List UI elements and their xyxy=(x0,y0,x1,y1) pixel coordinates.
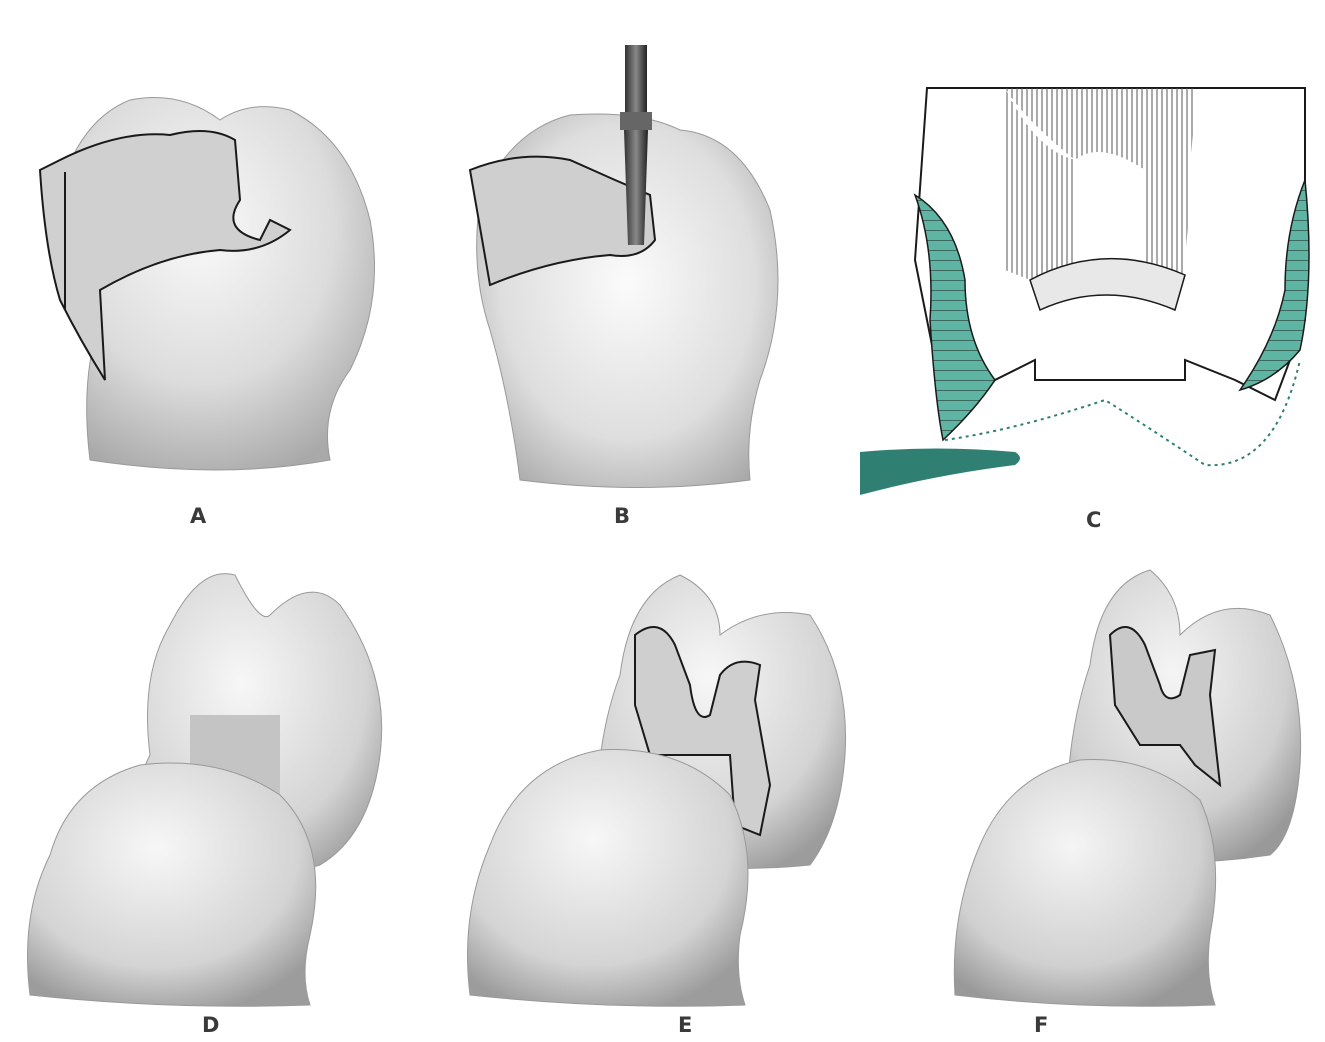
adjacent-teeth-finished-icon xyxy=(950,555,1310,1010)
adjacent-teeth-preparation-icon xyxy=(20,555,420,1010)
panel-label-b: B xyxy=(614,504,630,528)
panel-f-adjacent-teeth-finished xyxy=(950,555,1310,1010)
panel-label-a: A xyxy=(190,504,206,528)
panel-e-adjacent-teeth-outlined xyxy=(460,555,880,1010)
panel-a-tooth-outline xyxy=(20,80,400,500)
panel-label-c: C xyxy=(1086,508,1101,532)
tooth-with-bur-icon xyxy=(440,40,810,500)
panel-label-f: F xyxy=(1034,1013,1048,1037)
panel-label-e: E xyxy=(678,1013,692,1037)
panel-label-d: D xyxy=(202,1013,219,1037)
cross-section-diagram-icon xyxy=(855,80,1325,500)
adjacent-teeth-outlined-icon xyxy=(460,555,880,1010)
panel-c-cross-section xyxy=(855,80,1325,500)
panel-d-adjacent-teeth xyxy=(20,555,420,1010)
tooth-prepared-outline-icon xyxy=(20,80,400,500)
panel-b-tooth-bur xyxy=(440,40,810,500)
